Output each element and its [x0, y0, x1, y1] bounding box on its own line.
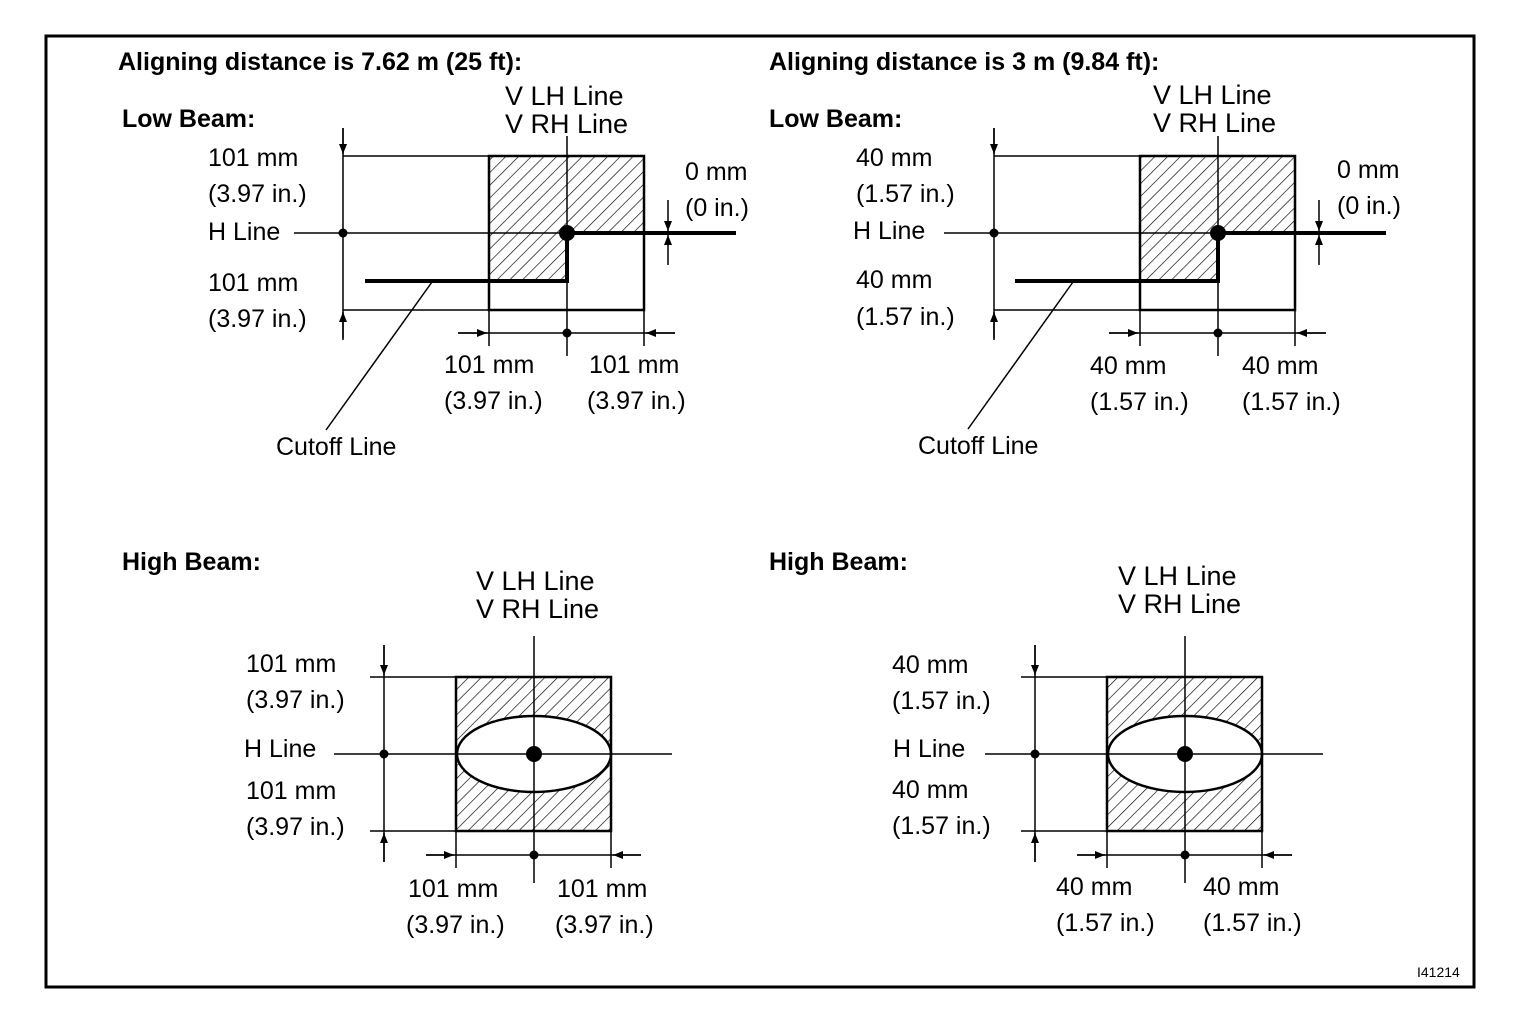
far-high-v-rh-label: V RH Line	[476, 594, 599, 624]
near-low-beam-diagram: Aligning distance is 3 m (9.84 ft): Low …	[769, 48, 1401, 460]
far-high-bl-mm: 101 mm	[408, 875, 498, 903]
far-high-beam-diagram: High Beam: V LH Line V RH Line 101 mm (3…	[122, 548, 672, 939]
near-high-h-line-label: H Line	[893, 735, 965, 763]
far-low-up-in: (3.97 in.)	[208, 180, 307, 208]
far-low-dim-dot	[562, 328, 572, 338]
far-high-br-in: (3.97 in.)	[555, 911, 654, 939]
near-low-v-rh-label: V RH Line	[1153, 108, 1276, 138]
near-low-cutoff-leader	[967, 281, 1074, 430]
far-low-bl-mm: 101 mm	[444, 351, 534, 379]
near-low-beam-title: Low Beam:	[769, 105, 902, 133]
near-high-beam-diagram: High Beam: V LH Line V RH Line 40 mm (1.…	[769, 548, 1323, 937]
near-low-down-mm: 40 mm	[856, 266, 932, 294]
far-high-beam-title: High Beam:	[122, 548, 261, 576]
near-high-h-dot	[1030, 749, 1040, 759]
near-low-h-line-label: H Line	[853, 217, 925, 245]
near-low-bl-in: (1.57 in.)	[1090, 388, 1189, 416]
near-low-cutoff-line	[1015, 231, 1386, 283]
near-low-up-mm: 40 mm	[856, 144, 932, 172]
near-high-bl-in: (1.57 in.)	[1056, 909, 1155, 937]
figure-id: I41214	[1417, 964, 1460, 980]
far-high-dim-dot	[529, 850, 539, 860]
near-high-down-in: (1.57 in.)	[892, 812, 991, 840]
near-heading: Aligning distance is 3 m (9.84 ft):	[769, 48, 1159, 76]
far-low-br-in: (3.97 in.)	[587, 387, 686, 415]
far-high-v-lh-label: V LH Line	[476, 566, 595, 596]
near-high-br-mm: 40 mm	[1203, 873, 1279, 901]
far-high-h-dot	[379, 749, 389, 759]
near-low-zero-in: (0 in.)	[1337, 192, 1401, 220]
near-low-br-mm: 40 mm	[1242, 352, 1318, 380]
far-low-up-mm: 101 mm	[208, 144, 298, 172]
near-high-v-rh-label: V RH Line	[1118, 589, 1241, 619]
near-low-br-in: (1.57 in.)	[1242, 388, 1341, 416]
near-low-zero-mm: 0 mm	[1337, 156, 1400, 184]
far-high-bl-in: (3.97 in.)	[406, 911, 505, 939]
far-low-h-line-label: H Line	[208, 218, 280, 246]
near-high-center-dot	[1177, 746, 1193, 762]
far-high-up-in: (3.97 in.)	[246, 686, 345, 714]
far-low-br-mm: 101 mm	[589, 351, 679, 379]
near-high-beam-title: High Beam:	[769, 548, 908, 576]
far-high-down-in: (3.97 in.)	[246, 813, 345, 841]
far-heading: Aligning distance is 7.62 m (25 ft):	[118, 48, 522, 76]
far-low-cutoff-label: Cutoff Line	[276, 433, 396, 461]
far-low-zero-in: (0 in.)	[685, 194, 749, 222]
far-low-h-dot	[338, 228, 348, 238]
near-low-cutoff-label: Cutoff Line	[918, 432, 1038, 460]
far-low-bl-in: (3.97 in.)	[444, 387, 543, 415]
far-high-br-mm: 101 mm	[557, 875, 647, 903]
far-low-cutoff-leader	[325, 281, 433, 431]
far-low-down-in: (3.97 in.)	[208, 305, 307, 333]
far-low-beam-title: Low Beam:	[122, 105, 255, 133]
near-low-up-in: (1.57 in.)	[856, 180, 955, 208]
near-high-up-mm: 40 mm	[892, 651, 968, 679]
near-low-down-in: (1.57 in.)	[856, 303, 955, 331]
near-high-dim-dot	[1180, 850, 1190, 860]
near-high-down-mm: 40 mm	[892, 776, 968, 804]
far-high-down-mm: 101 mm	[246, 777, 336, 805]
near-low-v-lh-label: V LH Line	[1153, 80, 1272, 110]
far-low-v-rh-label: V RH Line	[505, 109, 628, 139]
far-low-beam-diagram: Aligning distance is 7.62 m (25 ft): Low…	[118, 48, 749, 461]
near-low-bl-mm: 40 mm	[1090, 352, 1166, 380]
near-high-v-lh-label: V LH Line	[1118, 561, 1237, 591]
far-low-v-lh-label: V LH Line	[505, 81, 624, 111]
far-high-up-mm: 101 mm	[246, 650, 336, 678]
far-low-down-mm: 101 mm	[208, 269, 298, 297]
far-high-center-dot	[526, 746, 542, 762]
outer-frame	[44, 34, 1476, 989]
far-high-h-line-label: H Line	[244, 735, 316, 763]
near-high-bl-mm: 40 mm	[1056, 873, 1132, 901]
near-high-br-in: (1.57 in.)	[1203, 909, 1302, 937]
near-low-dim-dot	[1213, 328, 1223, 338]
far-low-cutoff-line	[365, 231, 736, 283]
near-high-up-in: (1.57 in.)	[892, 687, 991, 715]
near-low-h-dot	[989, 228, 999, 238]
far-low-zero-mm: 0 mm	[685, 158, 748, 186]
